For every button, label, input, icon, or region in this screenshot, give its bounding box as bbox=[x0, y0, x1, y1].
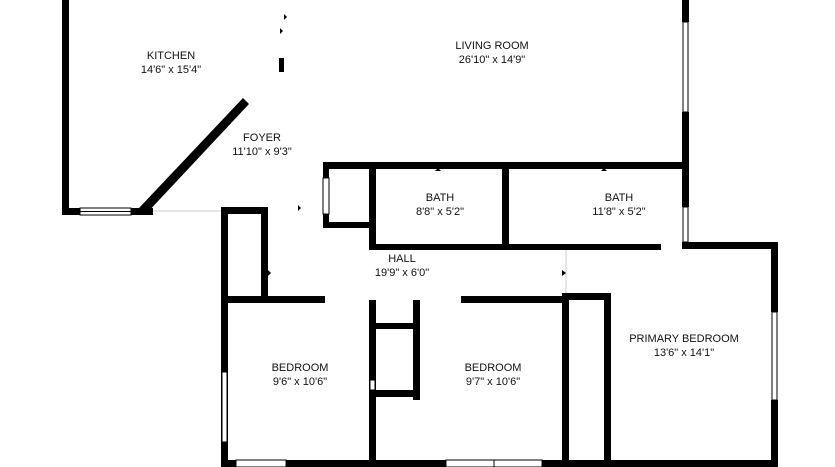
wall-kitchen-south bbox=[62, 208, 80, 215]
room-hall-name: HALL bbox=[388, 253, 416, 265]
window-bedroom1-west bbox=[221, 371, 228, 443]
wall-bedrooms-divider-b bbox=[413, 300, 420, 400]
room-foyer-dims: 11'10" x 9'3" bbox=[232, 146, 292, 158]
window-bedroom1-south bbox=[235, 459, 287, 467]
room-primary-bedroom-dims: 13'6" x 14'1" bbox=[653, 347, 715, 359]
room-bedroom-2-name: BEDROOM bbox=[464, 362, 522, 374]
room-living: LIVING ROOM 26'10" x 14'9" bbox=[455, 39, 528, 67]
room-primary-bedroom-name: PRIMARY BEDROOM bbox=[629, 333, 739, 345]
room-bath-2: BATH 11'8" x 5'2" bbox=[592, 191, 645, 219]
wall-living-east-top bbox=[682, 0, 689, 22]
wall-closet-mid-1 bbox=[369, 323, 420, 329]
room-bath-2-dims: 11'8" x 5'2" bbox=[592, 206, 646, 218]
room-foyer: FOYER 11'10" x 9'3" bbox=[232, 131, 292, 159]
room-kitchen-name: KITCHEN bbox=[146, 50, 196, 62]
door-bedroom1 bbox=[369, 379, 376, 391]
room-bath-1-name: BATH bbox=[425, 192, 455, 204]
wall-closet-south bbox=[323, 222, 375, 228]
room-bedroom-1: BEDROOM 9'6" x 10'6" bbox=[272, 361, 329, 389]
room-foyer-name: FOYER bbox=[243, 132, 281, 144]
room-living-dims: 26'10" x 14'9" bbox=[458, 54, 526, 66]
wall-living-east bbox=[682, 112, 689, 207]
room-bedroom-2-dims: 9'7" x 10'6" bbox=[465, 376, 521, 388]
wall-foyer-diagonal bbox=[139, 98, 249, 214]
room-bedroom-1-dims: 9'6" x 10'6" bbox=[272, 376, 328, 388]
wall-primary-closet-east bbox=[604, 293, 611, 467]
room-bedroom-2: BEDROOM 9'7" x 10'6" bbox=[465, 361, 522, 389]
wall-bedroom2-north bbox=[461, 296, 565, 303]
wall-bedroom1-north bbox=[221, 296, 325, 303]
room-kitchen-dims: 14'6" x 15'4" bbox=[140, 64, 202, 76]
wall-kitchen-south-2 bbox=[131, 208, 153, 215]
wall-closet-mid-2 bbox=[369, 390, 420, 397]
room-bath-1: BATH 8'8" x 5'2" bbox=[416, 191, 464, 219]
door-closet bbox=[322, 177, 330, 215]
room-bath-1-dims: 8'8" x 5'2" bbox=[415, 206, 465, 218]
window-living-east bbox=[682, 21, 689, 113]
wall-primary-east-bot bbox=[771, 400, 778, 467]
wall-bath-divider bbox=[502, 162, 509, 250]
wall-entry-east bbox=[261, 207, 268, 301]
wall-foyer-south bbox=[221, 207, 268, 214]
wall-bath-south bbox=[369, 244, 661, 250]
wall-primary-closet-north bbox=[562, 293, 611, 300]
wall-entry-west bbox=[221, 207, 228, 467]
room-primary-bedroom: PRIMARY BEDROOM 13'6" x 14'1" bbox=[629, 332, 739, 360]
window-bath-east bbox=[682, 206, 689, 243]
wall-kitchen-west bbox=[62, 0, 69, 215]
room-hall: HALL 19'9" x 6'0" bbox=[375, 252, 429, 280]
room-kitchen: KITCHEN 14'6" x 15'4" bbox=[141, 49, 201, 77]
wall-column bbox=[279, 58, 284, 72]
wall-bath1-west bbox=[369, 162, 376, 250]
wall-primary-west bbox=[562, 293, 569, 467]
room-bath-2-name: BATH bbox=[604, 192, 634, 204]
room-bedroom-1-name: BEDROOM bbox=[271, 362, 329, 374]
room-living-name: LIVING ROOM bbox=[455, 40, 529, 52]
wall-primary-east-top bbox=[771, 242, 778, 312]
room-hall-dims: 19'9" x 6'0" bbox=[374, 267, 430, 279]
wall-primary-north bbox=[682, 242, 778, 249]
window-primary-east bbox=[771, 311, 778, 401]
